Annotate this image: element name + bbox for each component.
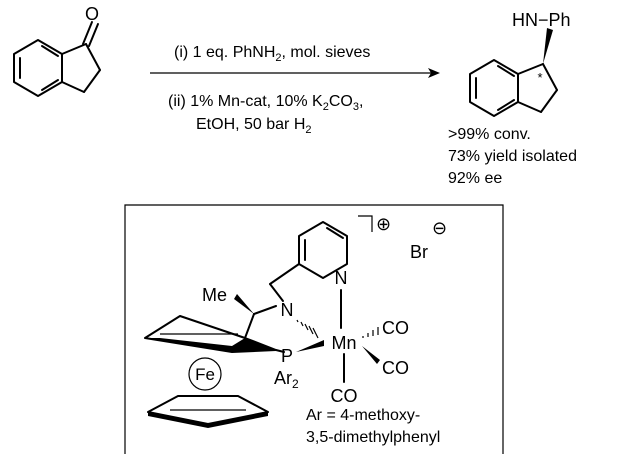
stereocenter-mark: * [537, 70, 542, 85]
aryl-groups: Ar2 [274, 368, 299, 391]
iron-circle [188, 357, 222, 391]
product-amine-label: HN−Ph [512, 10, 571, 30]
condition-step-2-line-2: EtOH, 50 bar H2 [196, 116, 312, 136]
cp-p-bond [275, 349, 285, 353]
linker-bond [269, 283, 284, 302]
amine-carbon-bond [253, 305, 277, 315]
product-inner-double-bond [497, 65, 515, 77]
result-conversion: >99% conv. [448, 126, 531, 143]
methyl-wedge [234, 294, 254, 314]
reactant-oxygen: O [85, 4, 99, 24]
reactant-bond [83, 69, 101, 93]
product-inner-double-bond [497, 99, 515, 111]
reactant-benzene-ring [13, 39, 63, 97]
p-mn-wedge [296, 340, 324, 352]
pyridine-inner-double-bond [326, 227, 344, 239]
result-ee: 92% ee [448, 170, 502, 187]
cp-bond [244, 313, 255, 339]
positive-charge: ⊕ [376, 214, 391, 234]
reactant-bond [61, 43, 87, 55]
ar-definition-line-2: 3,5-dimethylphenyl [306, 429, 440, 446]
product-bond [540, 89, 558, 113]
co-ligand-lower: CO [331, 386, 358, 406]
condition-step-2-line-1: (ii) 1% Mn-cat, 10% K2CO3, [168, 93, 363, 113]
carbonyl-bond [82, 21, 93, 45]
ar-definition-line-1: Ar = 4-methoxy- [306, 407, 420, 424]
product-aminoindane: HN−Ph * [469, 10, 571, 117]
reactant-bond [85, 43, 101, 71]
upper-cp-ring [144, 315, 285, 353]
lower-cp-bold-edge [148, 412, 268, 428]
negative-charge: ⊖ [432, 218, 447, 238]
reactant-bond [61, 81, 85, 93]
arrow-head [428, 68, 440, 78]
counterion-bromide: Br [410, 242, 428, 262]
mn-co-hashed-bond [362, 327, 379, 338]
reactant-inner-double-bond [41, 79, 59, 91]
manganese-center: Mn [331, 333, 356, 353]
reaction-arrow [150, 68, 440, 78]
methyl-group: Me [202, 285, 227, 305]
charge-bracket [358, 215, 373, 232]
upper-cp-bold-edge [145, 338, 232, 352]
product-bond [517, 63, 544, 75]
upper-cp-bold-edge [232, 338, 276, 352]
condition-step-1: (i) 1 eq. PhNH2, mol. sieves [174, 44, 370, 64]
linker-bond [269, 263, 300, 285]
product-wedge-bond [543, 28, 553, 64]
catalyst-box-border [124, 204, 504, 454]
result-yield: 73% yield isolated [448, 148, 577, 165]
pyridine-nitrogen: N [335, 268, 348, 288]
phosphorus-atom: P [281, 346, 293, 366]
reactant-indanone: O [13, 4, 101, 97]
co-ligand-upper: CO [382, 318, 409, 338]
lower-cp-ring [147, 395, 269, 428]
carbonyl-bond [88, 23, 99, 47]
product-bond [542, 63, 558, 91]
iron-atom: Fe [195, 365, 215, 384]
mn-co-wedge [362, 346, 380, 364]
co-ligand-right: CO [382, 358, 409, 378]
reactant-inner-double-bond [41, 45, 59, 57]
pyridine-ring [298, 221, 348, 279]
product-benzene-ring [469, 59, 519, 117]
amine-nitrogen: N [281, 300, 294, 320]
catalyst-box: ⊕ Br ⊖ N N Me Mn [124, 204, 504, 454]
product-bond [517, 101, 542, 113]
amine-mn-hashed-bond [296, 319, 319, 339]
